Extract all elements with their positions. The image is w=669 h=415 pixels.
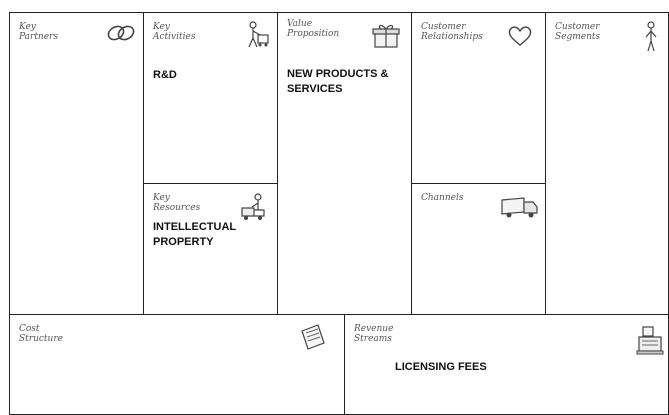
heart-icon bbox=[507, 25, 533, 47]
block-value-proposition: Value Proposition NEW PRODUCTS & SERVICE… bbox=[277, 12, 412, 315]
block-title: Key Partners bbox=[19, 22, 58, 42]
forklift-worker-icon bbox=[239, 192, 269, 222]
gift-box-icon bbox=[371, 23, 401, 51]
block-title: Value Proposition bbox=[287, 19, 340, 39]
block-title: Revenue Streams bbox=[354, 324, 394, 344]
block-title: Customer Relationships bbox=[421, 22, 483, 42]
worker-cart-icon bbox=[244, 21, 270, 49]
block-channels: Channels bbox=[411, 183, 546, 315]
block-title: Cost Structure bbox=[19, 324, 63, 344]
block-title: Customer Segments bbox=[555, 22, 601, 42]
block-content: R&D bbox=[153, 69, 177, 81]
receipt-icon bbox=[298, 323, 328, 353]
block-content: INTELLECTUAL PROPERTY bbox=[153, 221, 237, 248]
block-title: Key Activities bbox=[153, 22, 196, 42]
block-content: LICENSING FEES bbox=[395, 361, 487, 373]
block-key-partners: Key Partners bbox=[9, 12, 144, 315]
delivery-truck-icon bbox=[500, 194, 540, 220]
block-title: Key Resources bbox=[153, 193, 201, 213]
block-content: NEW PRODUCTS & SERVICES bbox=[287, 68, 389, 95]
block-customer-segments: Customer Segments bbox=[545, 12, 669, 315]
block-key-activities: Key Activities R&D bbox=[143, 12, 278, 184]
person-icon bbox=[642, 21, 662, 53]
cash-register-icon bbox=[635, 323, 665, 357]
chain-links-icon bbox=[106, 21, 136, 45]
block-key-resources: Key Resources INTELLECTUAL PROPERTY bbox=[143, 183, 278, 315]
block-customer-relationships: Customer Relationships bbox=[411, 12, 546, 184]
block-title: Channels bbox=[421, 193, 464, 203]
block-cost-structure: Cost Structure bbox=[9, 314, 345, 415]
block-revenue-streams: Revenue Streams LICENSING FEES bbox=[344, 314, 669, 415]
